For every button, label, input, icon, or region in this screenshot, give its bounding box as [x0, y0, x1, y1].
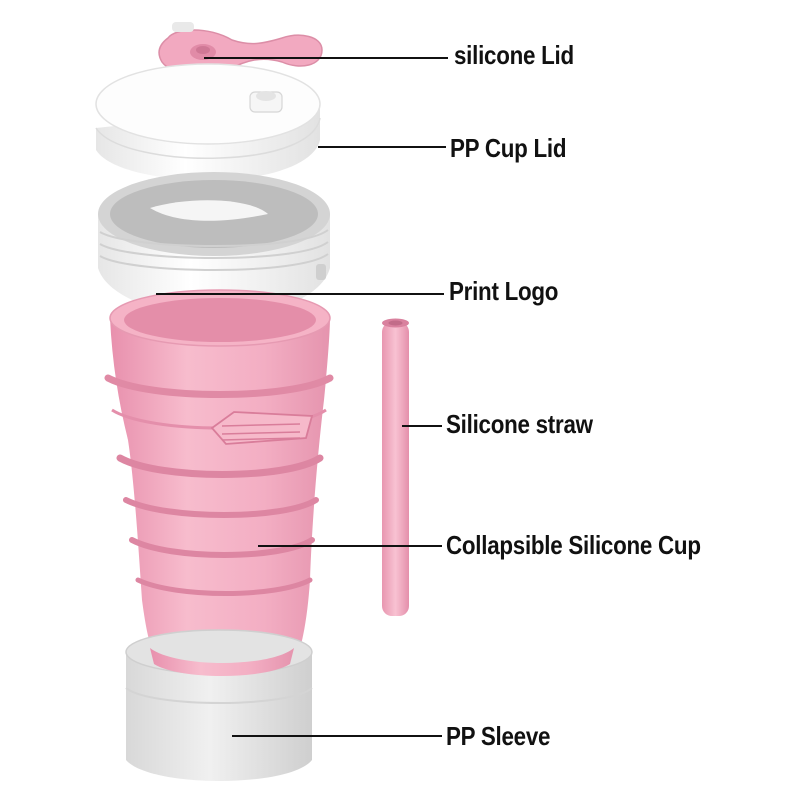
- label-print-logo: Print Logo: [449, 276, 558, 307]
- pp-sleeve: [126, 630, 312, 781]
- pp-cup-lid: [96, 64, 320, 180]
- label-silicone-straw: Silicone straw: [446, 409, 593, 440]
- silicone-straw: [382, 319, 409, 617]
- label-pp-sleeve: PP Sleeve: [446, 721, 550, 752]
- label-collapsible-cup: Collapsible Silicone Cup: [446, 530, 701, 561]
- label-silicone-lid: silicone Lid: [454, 40, 574, 71]
- label-pp-cup-lid: PP Cup Lid: [450, 133, 566, 164]
- collapsible-silicone-cup: [108, 290, 330, 660]
